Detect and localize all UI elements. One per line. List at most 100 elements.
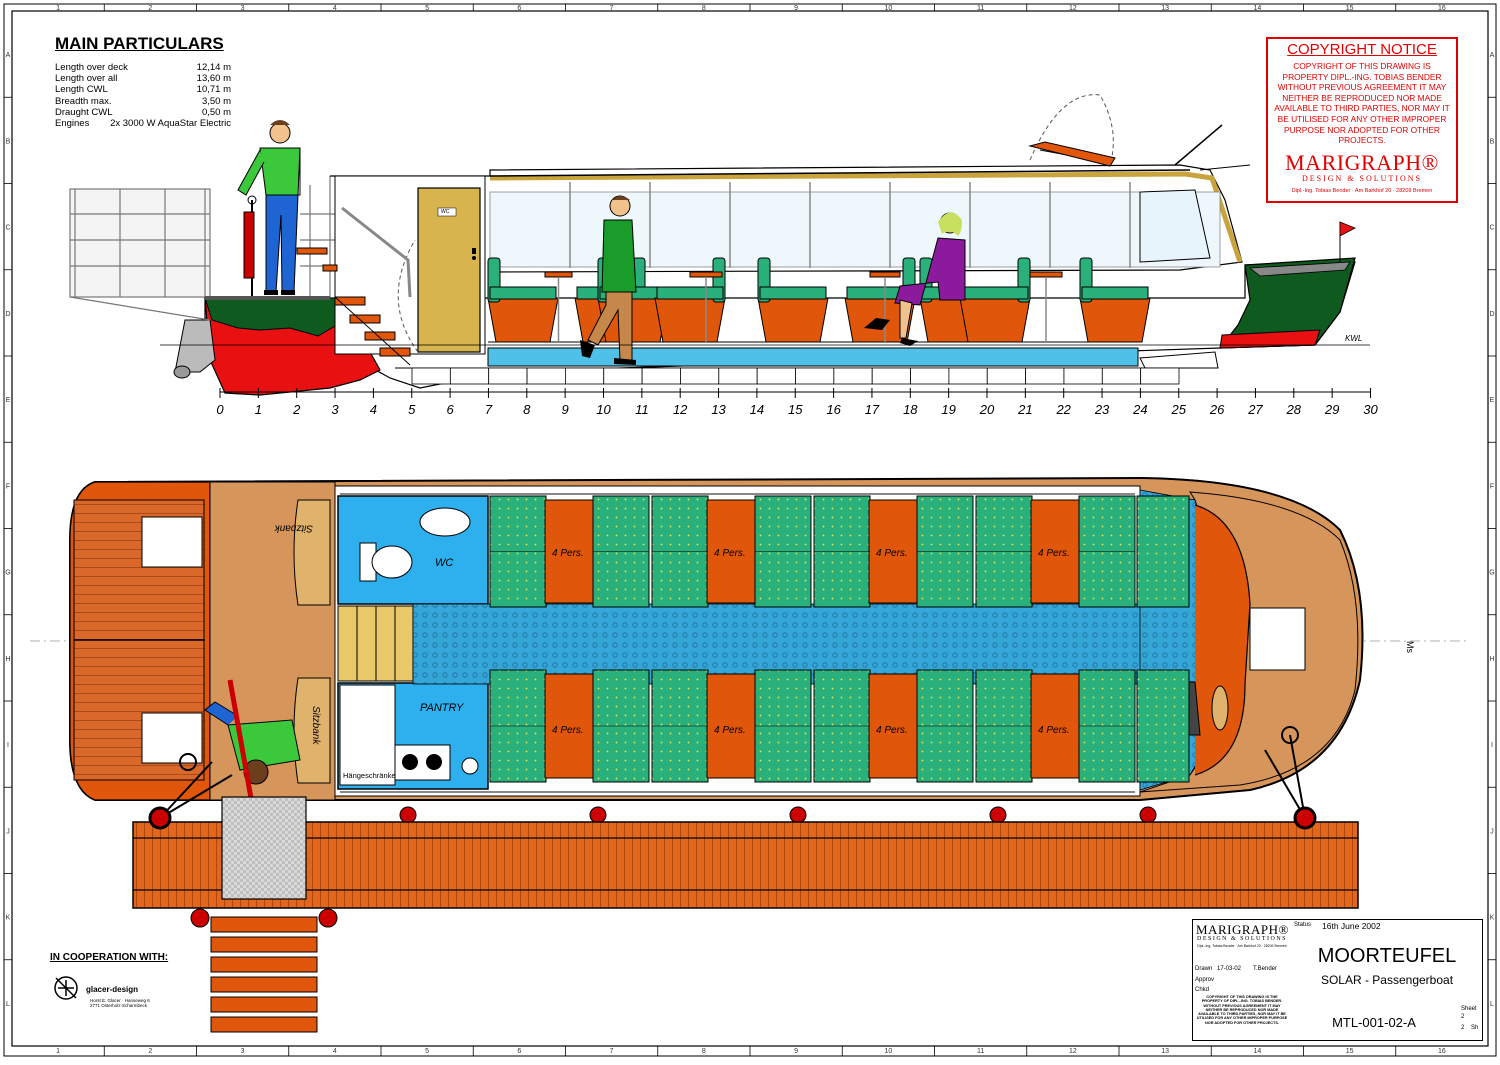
grid-column-label: 7 xyxy=(610,1048,614,1055)
copyright-body: COPYRIGHT OF THIS DRAWING IS PROPERTY DI… xyxy=(1274,61,1450,146)
sheet-number: 2 xyxy=(1461,1014,1465,1020)
glacer-logo xyxy=(54,976,78,1000)
grid-column-label: 1 xyxy=(56,5,60,12)
side-view: 0123456789101112131415161718192021222324… xyxy=(30,94,1470,642)
grid-row-label: A xyxy=(6,52,11,59)
status-value: 16th June 2002 xyxy=(1322,921,1381,931)
grid-row-label: L xyxy=(6,1001,10,1008)
table-capacity-label: 4 Pers. xyxy=(876,725,908,736)
grid-row-label: C xyxy=(5,225,10,232)
station-label: 27 xyxy=(1247,402,1263,417)
grid-row-label: B xyxy=(6,138,11,145)
drawing-number: MTL-001-02-A xyxy=(1332,1015,1416,1030)
station-label: 16 xyxy=(826,402,841,417)
cooperation-label: IN COOPERATION WITH: xyxy=(50,952,169,963)
cooperation-company: glacer-design xyxy=(86,985,139,994)
sheets-label: Sh xyxy=(1471,1025,1479,1031)
grid-column-label: 1 xyxy=(56,1048,60,1055)
grid-row-label: H xyxy=(1489,656,1494,663)
table-capacity-label: 4 Pers. xyxy=(876,548,908,559)
particular-value: 0,50 m xyxy=(201,106,231,118)
title-block-logo-sub: DESIGN & SOLUTIONS xyxy=(1197,936,1287,942)
station-label: 6 xyxy=(446,402,454,417)
particular-label: Length over deck xyxy=(55,62,128,73)
grid-column-label: 13 xyxy=(1161,1048,1169,1055)
copyright-logo-sub: DESIGN & SOLUTIONS xyxy=(1302,173,1422,183)
station-label: 14 xyxy=(750,402,764,417)
grid-column-label: 6 xyxy=(517,1048,521,1055)
table-capacity-label: 4 Pers. xyxy=(552,548,584,559)
grid-row-label: D xyxy=(5,311,10,318)
drawn-date: 17-03-02 xyxy=(1217,966,1242,972)
grid-column-label: 2 xyxy=(148,5,152,12)
gangway xyxy=(221,796,307,900)
station-label: 8 xyxy=(523,402,531,417)
grid-column-label: 3 xyxy=(241,1048,245,1055)
grid-column-label: 4 xyxy=(333,5,337,12)
bow-flag xyxy=(1339,221,1356,237)
grid-column-label: 15 xyxy=(1346,1048,1354,1055)
grid-column-label: 7 xyxy=(610,5,614,12)
particular-row: Engines 2x 3000 W AquaStar Electric xyxy=(55,118,231,129)
grid-row-label: L xyxy=(1490,1001,1494,1008)
status-label: Status xyxy=(1294,922,1312,928)
station-label: 21 xyxy=(1017,402,1032,417)
grid-column-label: 8 xyxy=(702,1048,706,1055)
grid-ticks: 1122334455667788991010111112121313141415… xyxy=(4,4,1496,1056)
grid-column-label: 5 xyxy=(425,1048,429,1055)
station-label: 23 xyxy=(1094,402,1110,417)
title-block-logo-text: MARIGRAPH® xyxy=(1196,922,1289,937)
table-capacity-label: 4 Pers. xyxy=(1038,725,1070,736)
station-label: 25 xyxy=(1171,402,1187,417)
station-label: 15 xyxy=(788,402,803,417)
passenger-man-figure xyxy=(580,195,637,365)
station-label: 20 xyxy=(979,402,995,417)
cabin-floor xyxy=(487,347,1139,367)
copyright-title: COPYRIGHT NOTICE xyxy=(1287,41,1437,58)
particular-value: 10,71 m xyxy=(196,84,231,96)
grid-row-label: K xyxy=(6,915,11,922)
station-label: 24 xyxy=(1132,402,1147,417)
plan-seating xyxy=(489,495,1190,783)
steering-post xyxy=(243,195,257,296)
drawing-subtitle: SOLAR - Passengerboat xyxy=(1320,973,1454,987)
cooperation-address-line: 2771 Osterholz-Scharmbeck xyxy=(90,1003,148,1008)
grid-column-label: 10 xyxy=(884,5,892,12)
grid-row-label: K xyxy=(1490,915,1495,922)
particular-row: Breadth max.3,50 m xyxy=(55,96,231,107)
station-label: 2 xyxy=(292,402,301,417)
particular-label: Engines xyxy=(55,118,90,130)
wc-door-label: WC xyxy=(441,209,450,215)
station-label: 12 xyxy=(673,402,688,417)
particular-value: 2x 3000 W AquaStar Electric xyxy=(110,118,231,130)
station-label: 10 xyxy=(596,402,611,417)
station-label: 4 xyxy=(370,402,377,417)
table-capacity-label: 4 Pers. xyxy=(552,725,584,736)
station-label: 11 xyxy=(635,402,649,417)
particular-value: 12,14 m xyxy=(196,62,231,73)
outboard-motor xyxy=(174,319,216,373)
grid-column-label: 10 xyxy=(884,1048,892,1055)
grid-row-label: D xyxy=(1489,311,1494,318)
grid-column-label: 15 xyxy=(1346,5,1354,12)
particular-row: Length over deck 12,14 m xyxy=(55,62,231,73)
grid-column-label: 11 xyxy=(977,5,984,12)
grid-column-label: 9 xyxy=(794,1048,798,1055)
grid-row-label: E xyxy=(6,397,11,404)
grid-row-label: I xyxy=(7,742,9,749)
grid-row-label: J xyxy=(1490,828,1494,835)
sheets-total: 2 xyxy=(1461,1025,1465,1031)
table-capacity-label: 4 Pers. xyxy=(1038,548,1070,559)
engine-wells xyxy=(141,516,203,764)
drawing-title: MOORTEUFEL xyxy=(1317,945,1457,967)
particular-value: 3,50 m xyxy=(201,95,231,107)
drawn-by: T.Bender xyxy=(1253,966,1278,972)
grid-row-label: A xyxy=(1490,52,1495,59)
bottom-strake xyxy=(411,367,1180,385)
particular-label: Length over all xyxy=(55,73,118,85)
grid-column-label: 4 xyxy=(333,1048,337,1055)
grid-column-label: 8 xyxy=(702,5,706,12)
